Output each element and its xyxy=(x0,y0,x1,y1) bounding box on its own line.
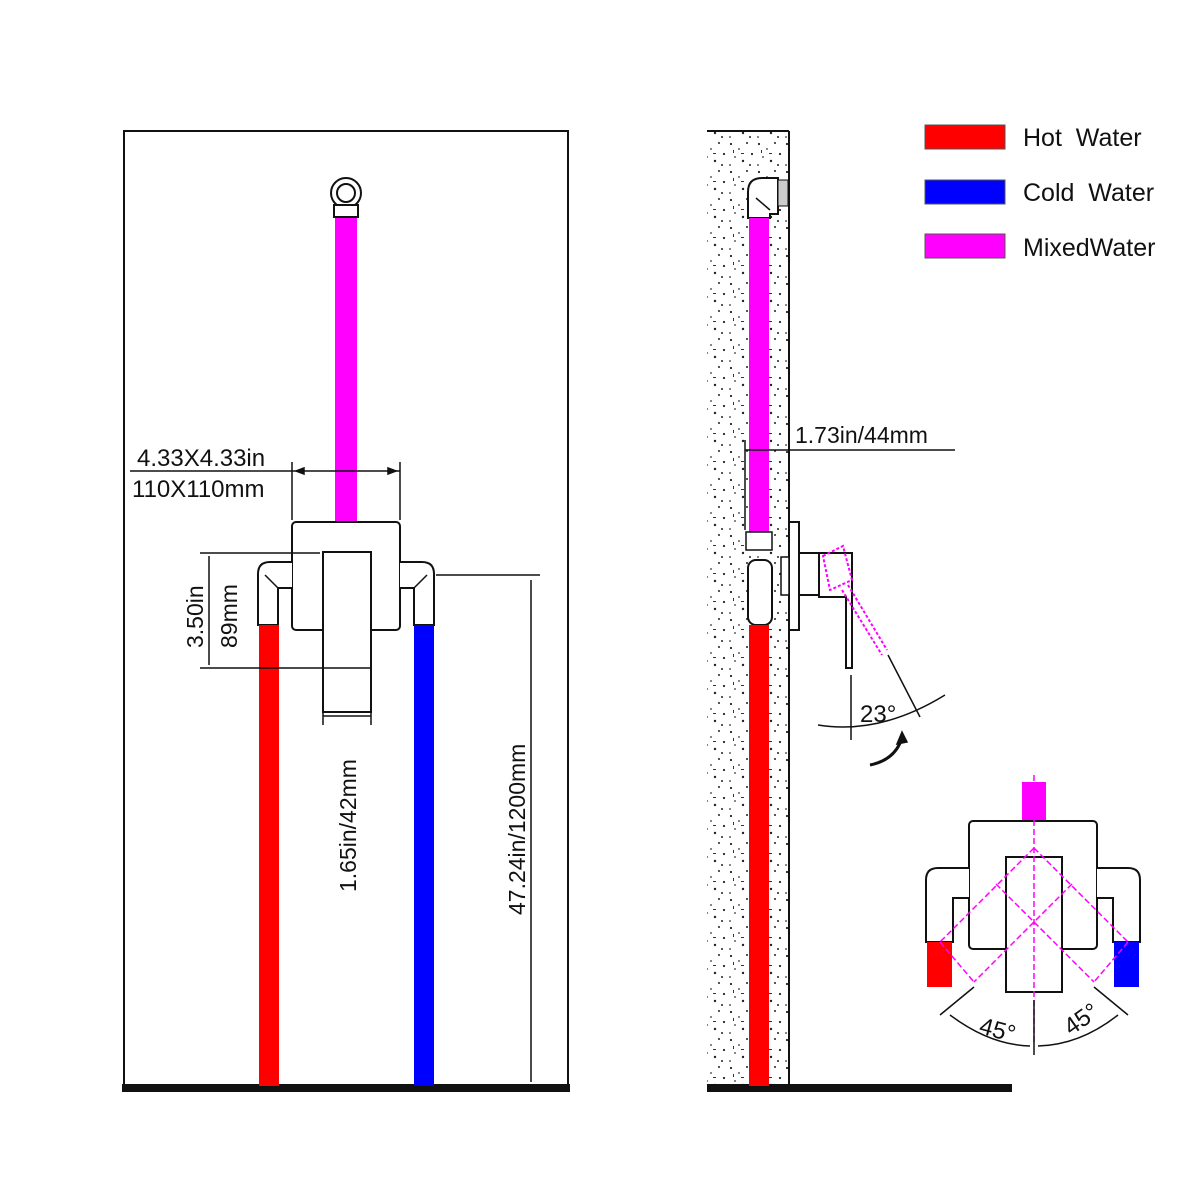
lever-handle-side xyxy=(818,552,853,669)
inlet-height-mm-label: 89mm xyxy=(216,584,242,648)
hot-inlet-stub xyxy=(927,942,952,987)
cold-legend-label: Cold Water xyxy=(1023,179,1154,207)
shower-outlet-fitting xyxy=(330,177,362,218)
hot-water-pipe xyxy=(259,625,279,1086)
left-angle-label: 45° xyxy=(976,1013,1018,1048)
valve-body-side xyxy=(747,559,773,626)
cold-inlet-elbow xyxy=(400,561,435,626)
right-angle-label: 45° xyxy=(1059,998,1104,1041)
floor-line-side xyxy=(707,1084,1012,1092)
wall-depth-label: 1.73in/44mm xyxy=(795,422,928,448)
cold-inlet-stub xyxy=(1114,942,1139,987)
inlet-height-dimension xyxy=(200,552,370,669)
mixed-water-pipe xyxy=(335,210,357,522)
handle-angle-label: 23° xyxy=(860,701,896,728)
legend: Hot Water Cold Water MixedWater xyxy=(924,124,1155,262)
legend-item-mixed: MixedWater xyxy=(924,233,1155,262)
install-height-dimension xyxy=(436,574,540,1082)
cold-water-pipe xyxy=(414,625,434,1086)
wall-depth-dimension xyxy=(744,440,955,530)
mixed-swatch xyxy=(924,233,1006,259)
hot-legend-label: Hot Water xyxy=(1023,124,1142,152)
handle-angle-indicator xyxy=(817,654,946,767)
legend-item-cold: Cold Water xyxy=(924,179,1154,207)
mixed-water-pipe-side xyxy=(749,218,769,532)
trim-plate-side xyxy=(788,521,800,631)
handle-width-dimension xyxy=(322,712,372,725)
box-width-in-label: 4.33X4.33in xyxy=(137,445,265,472)
install-height-label: 47.24in/1200mm xyxy=(504,744,530,915)
hot-inlet-elbow xyxy=(257,561,292,626)
side-view: 1.73in/44mm 23° xyxy=(707,130,1012,1092)
rotation-angle-indicator xyxy=(939,986,1129,1055)
box-width-dimension xyxy=(130,462,401,520)
shower-outlet-elbow-side xyxy=(747,177,779,219)
rotation-view: 45° 45° xyxy=(925,775,1141,1055)
box-width-mm-label: 110X110mm xyxy=(132,476,265,503)
handle-width-label: 1.65in/42mm xyxy=(335,759,361,892)
rotated-handle-outline xyxy=(821,544,888,656)
cold-swatch xyxy=(924,179,1006,205)
hot-swatch xyxy=(924,124,1006,150)
floor-line xyxy=(122,1084,570,1092)
valve-handle xyxy=(322,551,372,713)
hot-water-pipe-side xyxy=(749,625,769,1086)
inlet-height-in-label: 3.50in xyxy=(182,585,208,648)
legend-item-hot: Hot Water xyxy=(924,124,1142,152)
front-view: 4.33X4.33in 110X110mm 3.50in 89mm 1.65in… xyxy=(122,130,570,1092)
mixed-legend-label: MixedWater xyxy=(1023,234,1155,262)
